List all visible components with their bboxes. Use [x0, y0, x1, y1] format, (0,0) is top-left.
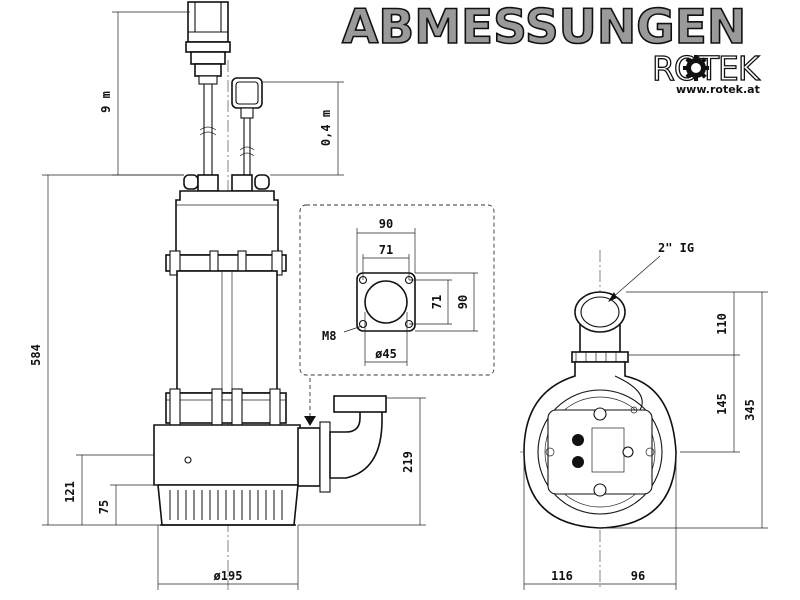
dim-top-height: 110 — [715, 313, 729, 335]
float-switch — [231, 77, 263, 119]
flange-detail: 90 71 71 90 ø45 M8 — [299, 204, 495, 426]
dim-base-96: 96 — [631, 569, 645, 583]
dim-side-height: 345 — [743, 399, 757, 421]
dim-mid-height: 145 — [715, 393, 729, 415]
rotek-logo: ROTEK — [652, 52, 763, 84]
cable-glands — [183, 174, 270, 192]
front-view-dimensions: 9 m 0,4 m 584 121 75 ø195 — [29, 11, 426, 590]
dim-flange-height: 90 — [456, 295, 470, 309]
dim-flange-bolt: M8 — [322, 329, 336, 343]
gear-icon — [683, 55, 709, 81]
strainer-slots — [169, 490, 283, 520]
dim-thread: 2" IG — [658, 241, 694, 255]
dim-outlet-height: 219 — [401, 451, 415, 473]
dim-flange-hole-v: 71 — [430, 295, 444, 309]
plug-connector — [185, 1, 231, 85]
pump-side-view — [520, 250, 680, 590]
pump-front-view — [153, 1, 387, 590]
discharge-elbow — [297, 395, 387, 493]
dim-flange-bore: ø45 — [375, 347, 397, 361]
dim-cable-length: 9 m — [99, 91, 113, 113]
dim-flange-width: 90 — [379, 217, 393, 231]
dim-base-116: 116 — [551, 569, 573, 583]
dim-overall-height: 584 — [29, 344, 43, 366]
page-title: ABMESSUNGEN — [341, 0, 747, 55]
side-view-dimensions: 2" IG 110 145 345 116 96 — [523, 241, 768, 590]
dim-flange-hole-h: 71 — [379, 243, 393, 257]
dim-height-121: 121 — [63, 481, 77, 503]
dim-diameter: ø195 — [214, 569, 243, 583]
dim-height-75: 75 — [97, 500, 111, 514]
website-url: www.rotek.at — [676, 83, 760, 96]
dim-float-cable: 0,4 m — [319, 110, 333, 146]
